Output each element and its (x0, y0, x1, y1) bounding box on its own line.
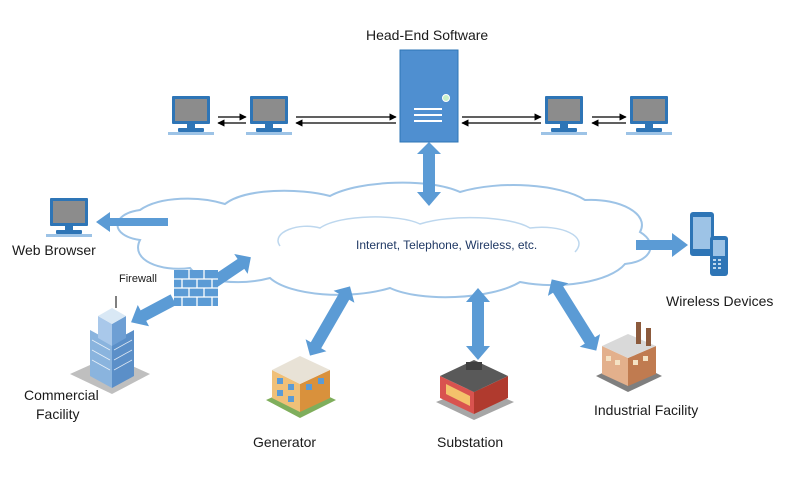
head-end-server (399, 49, 459, 143)
workstation-4 (626, 96, 672, 135)
desktop-computer-icon (541, 96, 587, 135)
arrow-cloud-web (96, 212, 168, 232)
network-cloud (116, 181, 652, 299)
firewall-label: Firewall (119, 273, 157, 285)
arrow-firewall-commercial (131, 294, 177, 327)
building-icon (266, 356, 336, 418)
desktop-computer-icon (168, 96, 214, 135)
web-browser-label: Web Browser (12, 242, 96, 258)
substation-label: Substation (437, 434, 504, 450)
blue-arrows (96, 142, 688, 360)
network-label: Internet, Telephone, Wireless, etc. (356, 238, 538, 252)
web-browser-node (46, 198, 92, 237)
desktop-computer-icon (626, 96, 672, 135)
wireless-label: Wireless Devices (666, 293, 774, 309)
office-tower-icon (70, 296, 150, 394)
workstation-2 (246, 96, 292, 135)
workstation-links (217, 113, 627, 127)
generator-label: Generator (253, 434, 317, 450)
server-tower-icon (399, 49, 459, 143)
factory-icon (596, 322, 662, 392)
arrow-server-cloud (417, 142, 441, 206)
arrow-cloud-generator (305, 286, 355, 356)
arrow-cloud-substation (466, 288, 490, 360)
mobile-devices-icon (690, 212, 728, 276)
arrow-cloud-industrial (547, 279, 601, 351)
commercial-label-line1: Commercial (24, 387, 99, 403)
cloud-icon (116, 181, 652, 299)
workstation-1 (168, 96, 214, 135)
workstation-3 (541, 96, 587, 135)
substation-icon (436, 360, 514, 420)
brick-wall-icon (174, 270, 218, 306)
commercial-label-line2: Facility (36, 406, 80, 422)
desktop-computer-icon (46, 198, 92, 237)
industrial-label: Industrial Facility (594, 402, 699, 418)
desktop-computer-icon (246, 96, 292, 135)
server-label: Head-End Software (366, 27, 489, 43)
arrow-cloud-wireless (636, 233, 688, 257)
